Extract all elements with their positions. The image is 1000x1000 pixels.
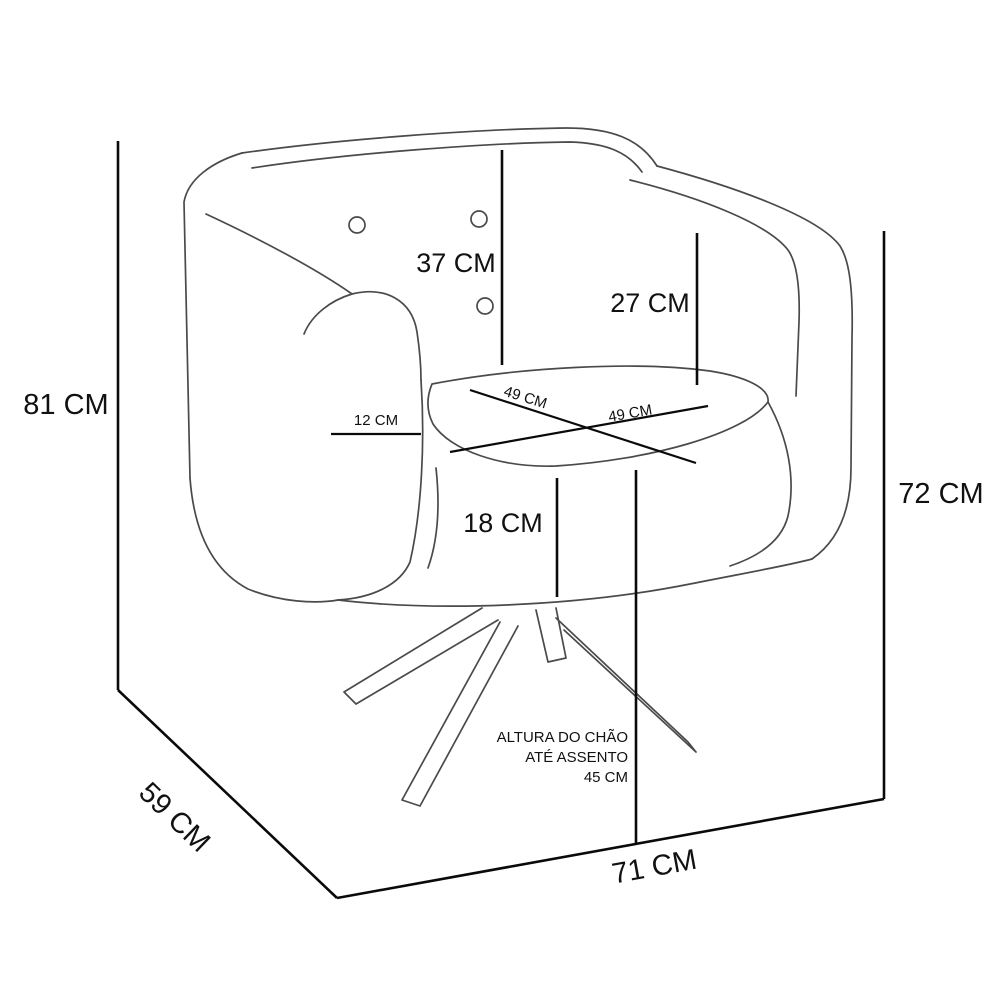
dimension-label-floor-to-seat: ALTURA DO CHÃO ATÉ ASSENTO 45 CM [497,729,628,786]
chair-seat-cushion [427,365,769,467]
dimension-label-37cm: 37 CM [416,248,496,278]
chair-button-icon [476,297,494,315]
dimension-label-12cm: 12 CM [354,412,398,429]
chair-left-arm-crease [303,293,353,335]
chair-left-lower-shell [189,477,339,603]
chair-seat-apron-left [427,467,439,569]
chair-right-arm-inner [629,179,801,397]
chair-left-arm-top [205,213,353,295]
dimension-label-27cm: 27 CM [610,288,690,318]
floor-to-seat-line1: ALTURA DO CHÃO [497,729,628,746]
dimension-line-49cm-b [449,404,709,454]
floor-to-seat-line2: ATÉ ASSENTO [525,749,628,766]
dimension-line-71cm [336,797,885,900]
dimension-label-18cm: 18 CM [463,508,543,538]
chair-base-bottom [337,558,813,607]
dimension-label-71cm: 71 CM [610,844,700,891]
floor-to-seat-line3: 45 CM [584,769,628,786]
chair-back-outer-top [241,127,658,167]
dimension-lines [116,141,886,900]
dimension-line-49cm-a [469,388,697,465]
chair-left-edge [183,152,243,479]
chair-leg-back-right [555,617,697,753]
chair-left-arm-front-edge [337,379,424,601]
dimension-label-49cm-b: 49 CM [607,401,653,425]
armchair-line-drawing [183,127,854,807]
dimension-line-59cm [117,689,338,899]
chair-underseat-right [729,401,792,567]
chair-leg-front-left [401,621,519,807]
dimension-label-81cm: 81 CM [23,389,108,421]
dimension-label-59cm: 59 CM [132,776,216,858]
chair-back-inner-top [251,141,643,173]
chair-right-arm-outer [656,165,854,560]
chair-leg-back-left [343,607,499,705]
chair-button-icon [348,216,366,234]
chair-left-arm-front-lobe [351,290,422,381]
chair-leg-front-right [535,607,567,663]
dimension-labels: 81 CM 59 CM 71 CM 72 CM 37 CM 27 CM 49 C… [23,248,983,891]
chair-button-icon [470,210,488,228]
dimension-label-72cm: 72 CM [898,478,983,510]
